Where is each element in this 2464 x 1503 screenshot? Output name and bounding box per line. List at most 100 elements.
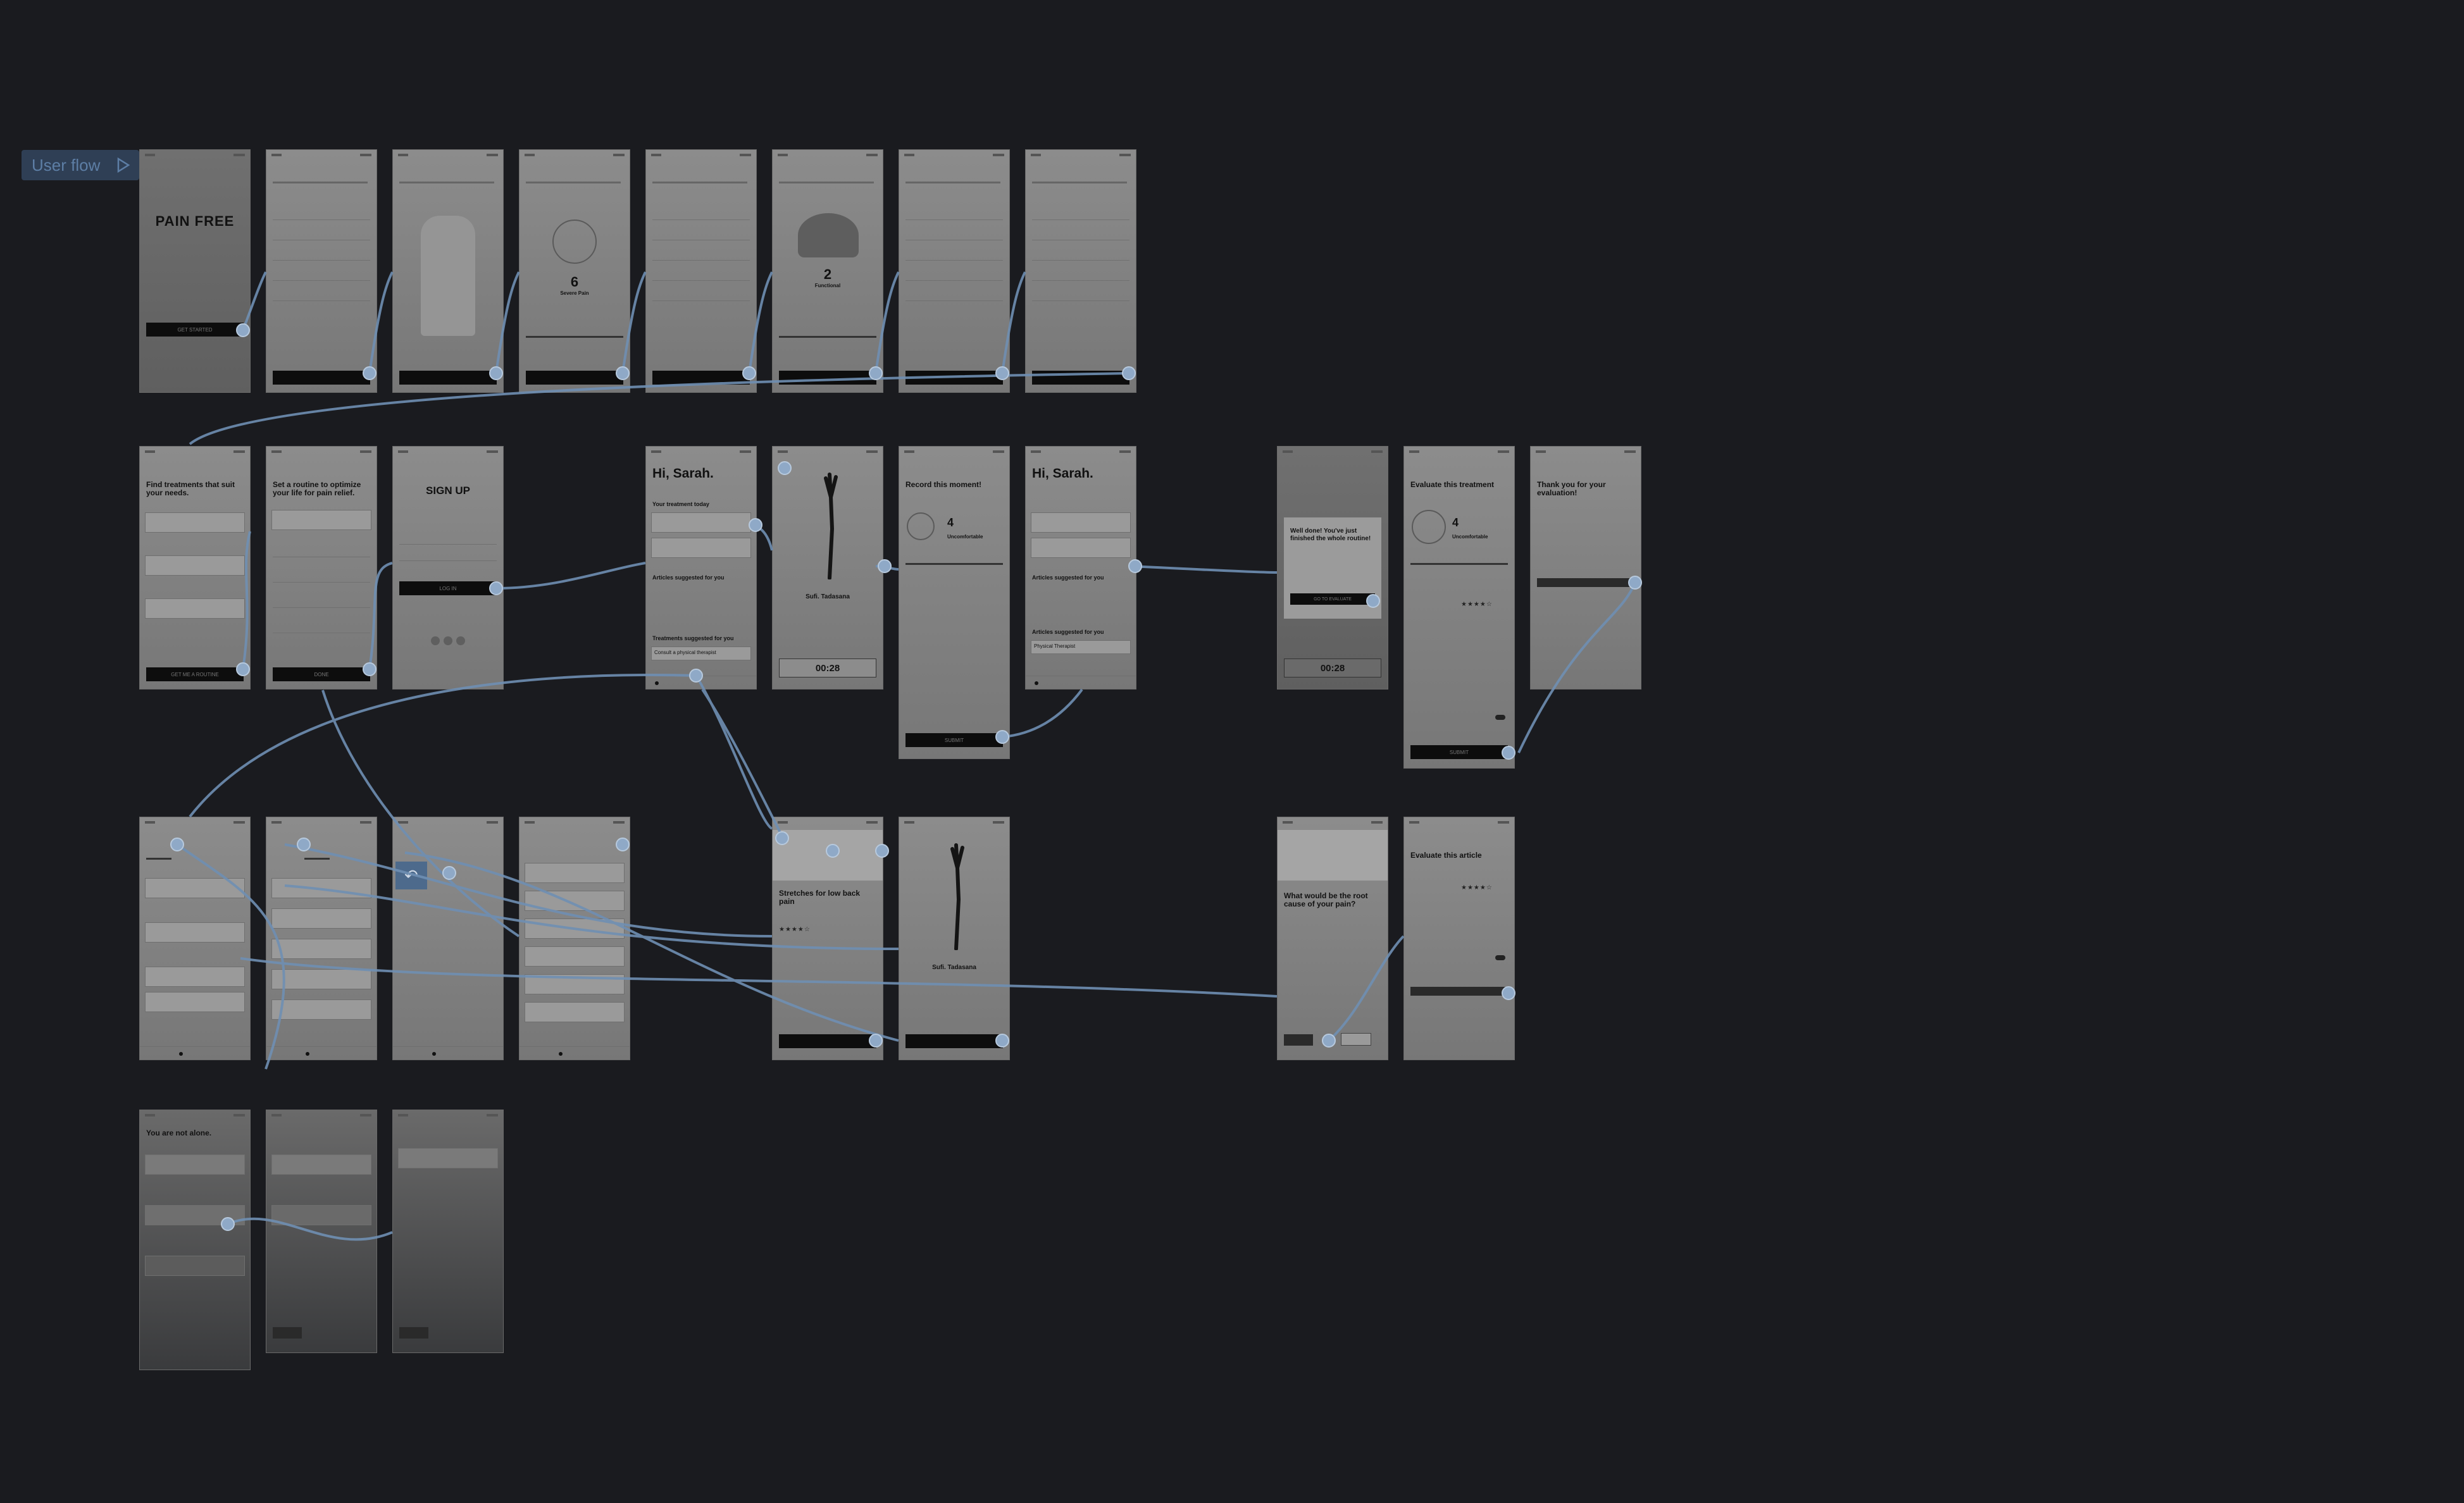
screen-search-results[interactable] xyxy=(519,817,630,1060)
app-brand: PAIN FREE xyxy=(155,213,235,229)
screen-exercise[interactable]: Sufi. Tadasana 00:28 xyxy=(772,446,883,690)
record-slider[interactable] xyxy=(905,563,1003,565)
screen-library-articles[interactable] xyxy=(266,817,377,1060)
screen-community-post[interactable] xyxy=(266,1110,377,1353)
get-started-button[interactable]: GET STARTED xyxy=(146,323,244,337)
screen-welcome[interactable]: PAIN FREE GET STARTED xyxy=(139,149,251,393)
community-title: You are not alone. xyxy=(146,1129,212,1137)
next-button[interactable] xyxy=(273,371,370,385)
screen-sign-up[interactable]: SIGN UP LOG IN xyxy=(392,446,504,690)
next-button[interactable] xyxy=(1032,371,1129,385)
well-done-title: Well done! You've just finished the whol… xyxy=(1290,528,1371,542)
next-button[interactable] xyxy=(399,371,497,385)
yoga-pose-figure xyxy=(824,473,838,579)
articles-heading-updated: Articles suggested for you xyxy=(1032,574,1104,581)
screen-community[interactable]: You are not alone. xyxy=(139,1110,251,1370)
evaluate-article-title: Evaluate this article xyxy=(1410,851,1482,860)
post-button[interactable] xyxy=(399,1327,428,1339)
evaluate-slider[interactable] xyxy=(1410,563,1508,565)
done-button[interactable]: DONE xyxy=(273,667,370,681)
article-rating-stars[interactable]: ★★★★☆ xyxy=(1461,884,1493,891)
tab-bar[interactable] xyxy=(646,676,756,689)
screen-library-treatments[interactable] xyxy=(139,817,251,1060)
record-pain-label: Uncomfortable xyxy=(947,534,983,540)
rating-stars[interactable]: ★★★★☆ xyxy=(1461,601,1493,608)
screen-pose-detail[interactable]: Sufi. Tadasana xyxy=(899,817,1010,1060)
next-button[interactable] xyxy=(779,371,876,385)
next-button[interactable] xyxy=(652,371,750,385)
record-moment-title: Record this moment! xyxy=(905,480,982,489)
reply-button[interactable] xyxy=(273,1327,302,1339)
thank-you-button[interactable] xyxy=(1537,578,1634,587)
back-arrow-icon[interactable]: ↶ xyxy=(395,862,427,889)
screen-treatments-tried[interactable] xyxy=(899,149,1010,393)
activity-slider[interactable] xyxy=(779,336,876,338)
screen-community-reply[interactable] xyxy=(392,1110,504,1353)
get-routine-button[interactable]: GET ME A ROUTINE xyxy=(146,667,244,681)
pain-slider[interactable] xyxy=(526,336,623,338)
physical-therapist-item[interactable]: Physical Therapist xyxy=(1031,640,1131,654)
screen-pain-duration[interactable] xyxy=(266,149,377,393)
article-title: What would be the root cause of your pai… xyxy=(1284,891,1368,908)
log-in-button[interactable]: LOG IN xyxy=(399,581,497,595)
tab-bar[interactable] xyxy=(266,1046,376,1060)
activity-value: 2 xyxy=(823,266,832,282)
set-routine-title: Set a routine to optimize your life for … xyxy=(273,480,361,497)
well-done-modal[interactable]: Well done! You've just finished the whol… xyxy=(1284,517,1381,619)
tab-bar[interactable] xyxy=(1026,676,1136,689)
submit-article-button[interactable] xyxy=(1410,987,1508,996)
play-icon[interactable] xyxy=(116,157,130,173)
treatments-heading: Treatments suggested for you xyxy=(652,635,734,641)
pose-name: Sufi. Tadasana xyxy=(806,593,850,600)
screen-article[interactable]: What would be the root cause of your pai… xyxy=(1277,817,1388,1060)
screen-search[interactable]: ↶ xyxy=(392,817,504,1060)
screen-feelings[interactable] xyxy=(1025,149,1136,393)
screen-activity-level[interactable]: 2 Functional xyxy=(772,149,883,393)
pain-label: Severe Pain xyxy=(560,290,589,296)
article-yes-button[interactable] xyxy=(1284,1034,1313,1046)
user-flow-tag[interactable]: User flow xyxy=(22,150,139,180)
user-flow-label: User flow xyxy=(32,155,101,175)
evaluate-value: 4 xyxy=(1452,516,1459,529)
submit-button[interactable]: SUBMIT xyxy=(905,733,1003,747)
therapist-item[interactable]: Consult a physical therapist xyxy=(651,646,751,660)
start-button[interactable] xyxy=(905,1034,1003,1048)
screen-find-treatments[interactable]: Find treatments that suit your needs. GE… xyxy=(139,446,251,690)
screen-home-updated[interactable]: Hi, Sarah. Articles suggested for you Ar… xyxy=(1025,446,1136,690)
screen-pain-location[interactable] xyxy=(392,149,504,393)
home-greeting: Hi, Sarah. xyxy=(652,466,714,481)
screen-stretches[interactable]: Stretches for low back pain ★★★★☆ xyxy=(772,817,883,1060)
share-toggle[interactable] xyxy=(1495,955,1505,960)
evaluate-treatment-title: Evaluate this treatment xyxy=(1410,480,1495,489)
body-silhouette[interactable] xyxy=(421,216,475,336)
articles-heading: Articles suggested for you xyxy=(652,574,725,581)
thank-you-title: Thank you for your evaluation! xyxy=(1537,480,1606,497)
home-greeting-updated: Hi, Sarah. xyxy=(1032,466,1093,481)
activity-label: Functional xyxy=(814,283,841,288)
pose-name: Sufi. Tadasana xyxy=(932,964,976,971)
submit-button[interactable]: SUBMIT xyxy=(1410,745,1508,759)
go-evaluate-button[interactable]: GO TO EVALUATE xyxy=(1290,593,1375,605)
tab-bar[interactable] xyxy=(520,1046,630,1060)
screen-pain-triggers[interactable] xyxy=(645,149,757,393)
article-no-button[interactable] xyxy=(1341,1033,1371,1046)
tab-bar[interactable] xyxy=(393,1046,503,1060)
screen-pain-level[interactable]: 6 Severe Pain xyxy=(519,149,630,393)
screen-well-done[interactable]: Well done! You've just finished the whol… xyxy=(1277,446,1388,690)
evaluate-label: Uncomfortable xyxy=(1452,534,1488,540)
record-pain-value: 4 xyxy=(947,516,954,529)
screen-evaluate-article[interactable]: Evaluate this article ★★★★☆ xyxy=(1403,817,1515,1060)
next-button[interactable] xyxy=(905,371,1003,385)
screen-home[interactable]: Hi, Sarah. Your treatment today Articles… xyxy=(645,446,757,690)
start-routine-button[interactable] xyxy=(779,1034,876,1048)
share-toggle[interactable] xyxy=(1495,715,1505,720)
social-login[interactable] xyxy=(431,636,469,648)
next-button[interactable] xyxy=(526,371,623,385)
activity-illustration xyxy=(798,213,859,257)
tab-bar[interactable] xyxy=(140,1046,250,1060)
screen-evaluate-treatment[interactable]: Evaluate this treatment 4 Uncomfortable … xyxy=(1403,446,1515,769)
screen-thank-you[interactable]: Thank you for your evaluation! xyxy=(1530,446,1641,690)
screen-record-moment[interactable]: Record this moment! 4 Uncomfortable SUBM… xyxy=(899,446,1010,759)
screen-set-routine[interactable]: Set a routine to optimize your life for … xyxy=(266,446,377,690)
